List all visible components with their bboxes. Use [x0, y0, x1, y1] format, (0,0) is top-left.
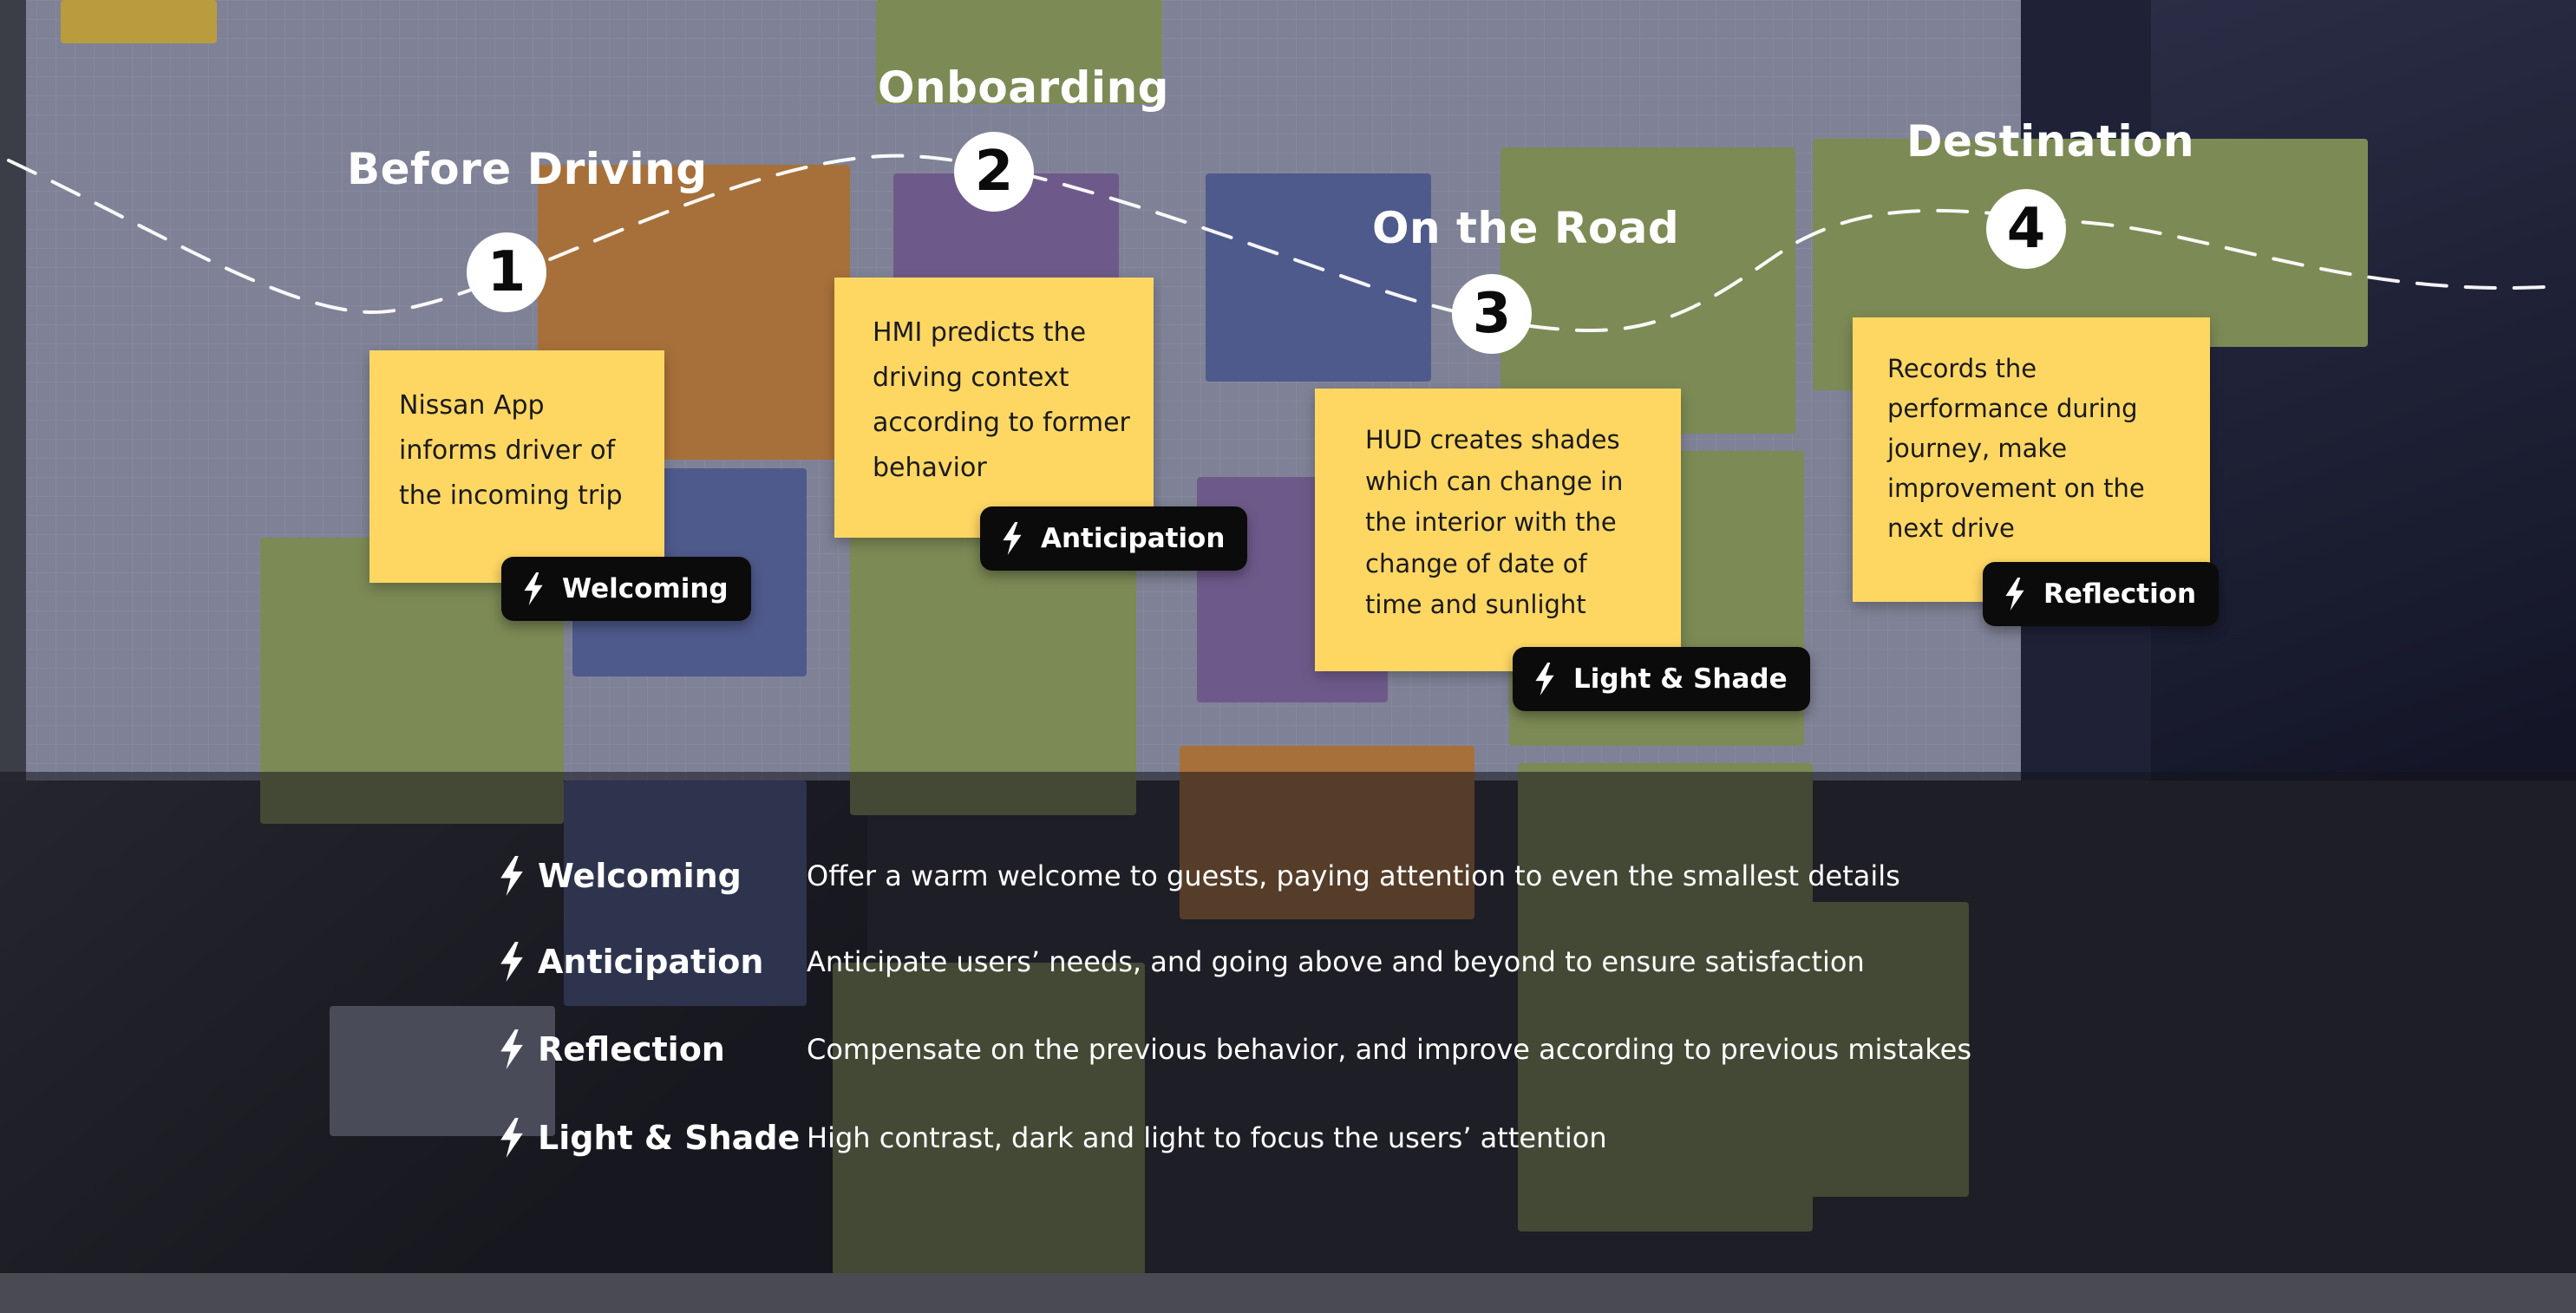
note-line: according to former — [873, 401, 1141, 446]
note-line: the incoming trip — [399, 474, 647, 519]
tag-welcoming: Welcoming — [501, 557, 751, 621]
legend-term-label: Light & Shade — [538, 1119, 800, 1157]
stage-title-on-the-road: On the Road — [1372, 203, 1679, 253]
legend-description: Offer a warm welcome to guests, paying a… — [807, 859, 1900, 892]
note-line: change of date of — [1365, 544, 1669, 585]
note-line: the interior with the — [1365, 502, 1669, 544]
stage-title-destination: Destination — [1906, 116, 2194, 167]
note-line: which can change in — [1365, 461, 1669, 503]
lightning-bolt-icon — [522, 572, 545, 605]
note-line: driving context — [873, 356, 1141, 401]
note-line: improvement on the — [1887, 468, 2198, 508]
stage-title-before-driving: Before Driving — [347, 144, 708, 194]
legend-term: Light & Shade — [498, 1118, 807, 1158]
sticky-note-onboarding: HMI predicts the driving context accordi… — [834, 278, 1154, 538]
lightning-bolt-icon — [498, 1029, 526, 1069]
note-line: HMI predicts the — [873, 310, 1141, 356]
bottom-strip — [0, 1273, 2576, 1313]
lightning-bolt-icon — [498, 942, 526, 982]
legend-term-label: Anticipation — [538, 943, 763, 981]
legend-row-reflection: Reflection Compensate on the previous be… — [498, 1023, 1971, 1075]
note-line: HUD creates shades — [1365, 420, 1669, 461]
sticky-note-destination: Records the performance during journey, … — [1853, 317, 2210, 602]
legend-term: Reflection — [498, 1029, 807, 1069]
stage-number-1: 1 — [467, 232, 546, 312]
stage-number-3: 3 — [1452, 274, 1532, 354]
legend-description: Compensate on the previous behavior, and… — [807, 1033, 1971, 1066]
legend-description: Anticipate users’ needs, and going above… — [807, 945, 1865, 978]
legend-description: High contrast, dark and light to focus t… — [807, 1121, 1607, 1154]
legend-term: Welcoming — [498, 856, 807, 896]
note-line: Records the — [1887, 349, 2198, 389]
note-line: next drive — [1887, 508, 2198, 548]
tag-label: Reflection — [2043, 578, 2196, 610]
tag-light-and-shade: Light & Shade — [1513, 647, 1810, 711]
sticky-note-on-the-road: HUD creates shades which can change in t… — [1315, 389, 1681, 671]
lightning-bolt-icon — [498, 1118, 526, 1158]
lightning-bolt-icon — [1001, 522, 1023, 555]
tag-reflection: Reflection — [1983, 562, 2219, 626]
legend-term: Anticipation — [498, 942, 807, 982]
tag-label: Welcoming — [562, 573, 729, 604]
stage-number-2: 2 — [954, 132, 1034, 212]
tag-label: Light & Shade — [1573, 663, 1788, 695]
note-line: informs driver of — [399, 428, 647, 474]
legend-term-label: Reflection — [538, 1030, 725, 1068]
legend-term-label: Welcoming — [538, 857, 742, 895]
tag-label: Anticipation — [1041, 523, 1225, 554]
legend-row-anticipation: Anticipation Anticipate users’ needs, an… — [498, 936, 1865, 988]
note-line: behavior — [873, 446, 1141, 491]
stage-number-4: 4 — [1986, 189, 2066, 269]
lightning-bolt-icon — [498, 856, 526, 896]
note-line: Nissan App — [399, 383, 647, 428]
tag-anticipation: Anticipation — [980, 506, 1247, 571]
sticky-note-before-driving: Nissan App informs driver of the incomin… — [369, 350, 664, 583]
lightning-bolt-icon — [1533, 663, 1556, 696]
stage-title-onboarding: Onboarding — [878, 62, 1169, 113]
note-line: time and sunlight — [1365, 585, 1669, 626]
lightning-bolt-icon — [2004, 578, 2026, 611]
note-line: journey, make — [1887, 428, 2198, 468]
note-line: performance during — [1887, 389, 2198, 428]
legend-band — [0, 772, 2576, 1273]
legend-row-welcoming: Welcoming Offer a warm welcome to guests… — [498, 850, 1900, 902]
legend-row-light-and-shade: Light & Shade High contrast, dark and li… — [498, 1112, 1607, 1164]
